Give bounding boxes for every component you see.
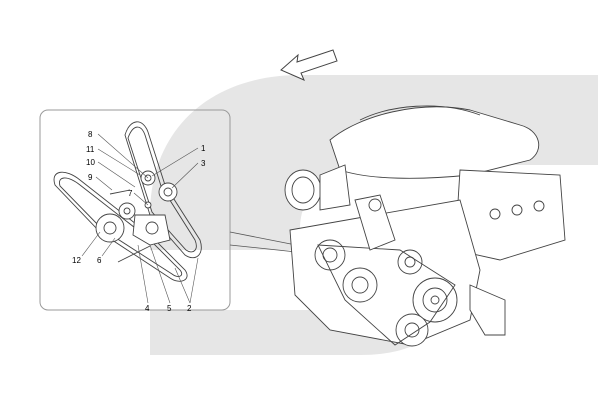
engine-illustration <box>284 105 566 347</box>
callout-6: 6 <box>97 256 102 265</box>
direction-arrow-icon <box>280 49 338 81</box>
callout-leader-lines <box>81 133 199 304</box>
belt-assembly <box>53 121 202 282</box>
callout-3: 3 <box>201 159 206 168</box>
callout-12: 12 <box>72 256 81 265</box>
callout-11: 11 <box>86 145 95 154</box>
callout-7: 7 <box>128 189 133 198</box>
callout-2: 2 <box>187 304 192 313</box>
callout-10: 10 <box>86 158 95 167</box>
callout-1: 1 <box>201 144 206 153</box>
callout-4: 4 <box>145 304 150 313</box>
callout-labels: 8 11 10 9 7 1 3 12 6 4 5 2 <box>72 130 206 313</box>
callout-9: 9 <box>88 173 93 182</box>
detail-panel <box>39 109 231 311</box>
callout-5: 5 <box>167 304 172 313</box>
callout-8: 8 <box>88 130 93 139</box>
